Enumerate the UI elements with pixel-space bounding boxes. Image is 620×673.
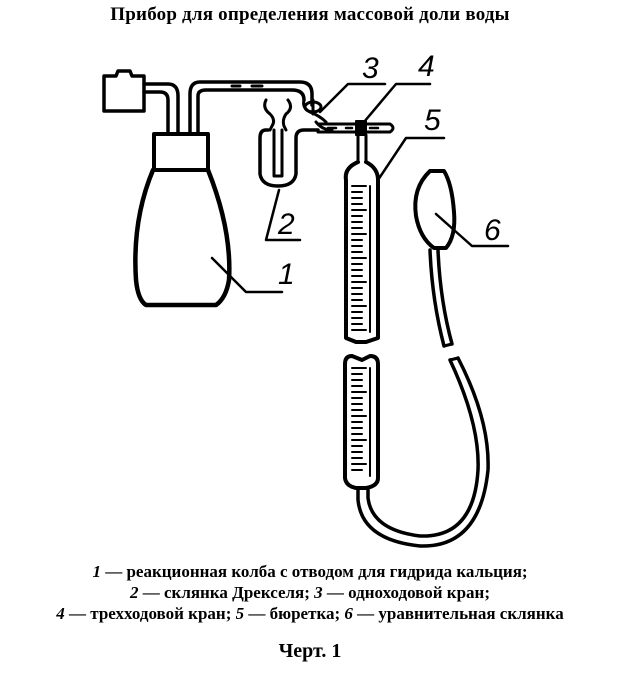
- label-4: 4: [418, 50, 435, 83]
- legend-text-1: — реакционная колба с отводом для гидрид…: [100, 562, 528, 581]
- label-2: 2: [277, 208, 295, 241]
- legend-number-5: 5: [235, 604, 245, 623]
- label-1: 1: [278, 258, 295, 291]
- burette-upper: [343, 160, 380, 344]
- label-5: 5: [424, 104, 441, 137]
- legend-number-4: 4: [56, 604, 65, 623]
- rubber-hose: [356, 356, 490, 548]
- label-6: 6: [484, 214, 501, 247]
- figure-legend: 1 — реакционная колба с отводом для гидр…: [0, 561, 620, 624]
- reaction-flask: [102, 69, 232, 308]
- legend-text-4: — трехходовой кран;: [64, 604, 236, 623]
- legend-line-3: 4 — трехходовой кран; 5 — бюретка; 6 — у…: [0, 603, 620, 624]
- connecting-tube: [188, 80, 314, 136]
- legend-number-3: 3: [314, 583, 323, 602]
- legend-text-3: — одноходовой кран;: [322, 583, 490, 602]
- legend-text-2: — склянка Дрекселя;: [138, 583, 315, 602]
- label-3: 3: [362, 52, 379, 85]
- leader-lines: [210, 82, 510, 294]
- figure-title: Прибор для определения массовой доли вод…: [110, 4, 510, 25]
- burette-lower: [343, 354, 380, 490]
- figure-caption: Черт. 1: [278, 640, 342, 662]
- legend-number-6: 6: [344, 604, 353, 623]
- legend-text-5: — бюретка;: [244, 604, 345, 623]
- legend-number-1: 1: [92, 562, 101, 581]
- levelling-bulb: [413, 169, 457, 348]
- legend-line-2: 2 — склянка Дрекселя; 3 — одноходовой кр…: [0, 582, 620, 603]
- legend-number-2: 2: [129, 583, 139, 602]
- legend-text-6: — уравнительная склянка: [352, 604, 564, 623]
- burette-feed-tube: [316, 122, 395, 134]
- legend-line-1: 1 — реакционная колба с отводом для гидр…: [0, 561, 620, 582]
- three-way-stopcock: [355, 120, 368, 164]
